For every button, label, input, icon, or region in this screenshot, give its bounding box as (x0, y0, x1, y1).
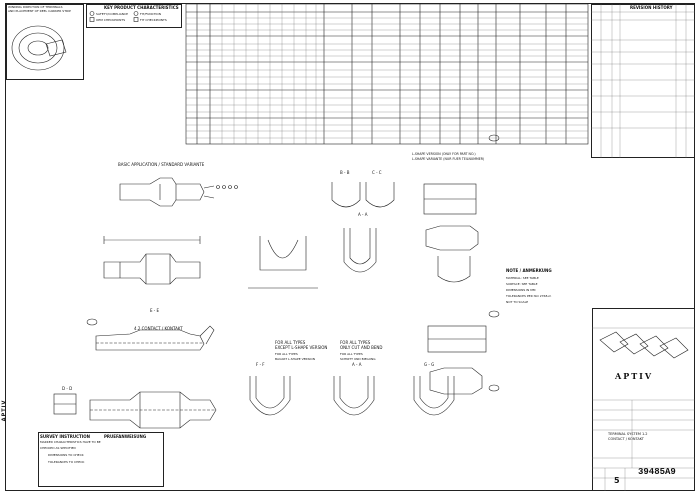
survey-line: DIMENSIONS TO CHECK (48, 453, 84, 457)
notes-title: NOTE / ANMERKUNG (506, 268, 552, 273)
view-label: G - G (424, 362, 435, 367)
view-label: B - B (340, 170, 350, 175)
survey-line: CHECKED AS SPECIFIED (40, 446, 76, 450)
title-block (592, 308, 695, 491)
drawing-number: 39485A9 (638, 467, 676, 477)
view-label: BASIC APPLICATION / STANDARD VARIANTE (118, 162, 205, 167)
view-label: 4.2 CONTACT / KONTAKT (134, 326, 183, 331)
sheet-number: 5 (614, 476, 620, 485)
key-characteristics-title: KEY PRODUCT CHARACTERISTICS (104, 5, 179, 10)
view-note: FOR ALL TYPES BAUART L-SHAPE VERSION (275, 352, 316, 361)
survey-heading: SURVEY INSTRUCTION (40, 434, 90, 439)
survey-line: TOLERANCES TO CHECK (48, 460, 85, 464)
revision-title: REVISION HISTORY (630, 5, 673, 10)
reel-box (6, 4, 84, 80)
drawing-frame (5, 3, 695, 491)
view-label: F - F (256, 362, 265, 367)
reel-note: WINDING DIRECTION OF TERMINALS AND PLACE… (8, 5, 71, 13)
key-char-item: SAFETY/COMPLIANCE (96, 12, 129, 16)
survey-heading-de: PRUEFANWEISUNG (104, 434, 147, 439)
survey-line: MARKED CHARACTERISTICS HAVE TO BE (40, 440, 101, 444)
key-char-item: OEM CHECKPOINTS (96, 18, 126, 22)
note-line: MATERIAL: SEE TABLE (506, 276, 539, 280)
revision-box (591, 4, 695, 158)
note-line: NOT TO SCALE (506, 300, 529, 304)
view-note: FOR ALL TYPES ONLY CUT AND BEND (340, 340, 383, 350)
view-label: A - A (352, 362, 362, 367)
brand-logo: APTIV (615, 371, 654, 381)
view-label: A - A (358, 212, 368, 217)
note-line: DIMENSIONS IN MM (506, 288, 536, 292)
view-note: L-SHAPE VERSION (ONLY FOR PART NO.) L-SH… (412, 152, 485, 161)
view-note: FOR ALL TYPES EXCEPT L-SHAPE VERSION (275, 340, 328, 350)
drawing-title: TERMINAL SYSTEM 1.2 CONTACT / KONTAKT (608, 432, 648, 441)
view-label: D - D (62, 386, 73, 391)
note-line: TOLERANCES PER ISO 2768-m (506, 294, 552, 298)
key-char-item: FIT CHECKPOINTS (140, 18, 167, 22)
view-note: FOR ALL TYPES SCHNITT UND BIEGUNG (340, 352, 376, 361)
view-label: C - C (372, 170, 382, 175)
key-char-item: FIT/FUNCTION (140, 12, 162, 16)
key-characteristics-box (86, 4, 182, 28)
survey-box (38, 432, 164, 487)
note-line: SURFACE: SEE TABLE (506, 282, 538, 286)
view-label: E - E (150, 308, 160, 313)
